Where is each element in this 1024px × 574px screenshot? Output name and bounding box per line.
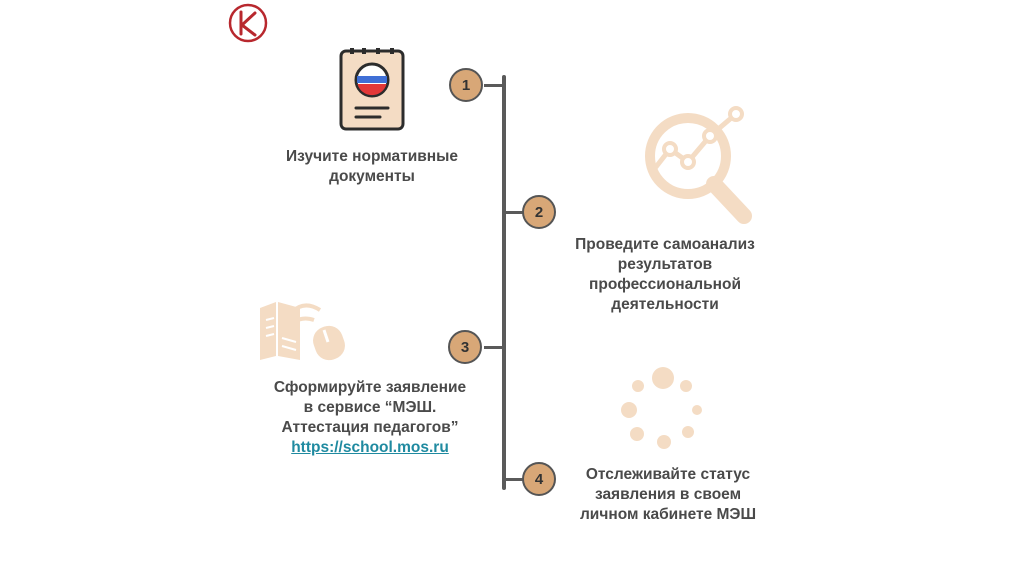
- timeline-connector-4: [504, 478, 524, 481]
- step-3-line-2: в сервисе “МЭШ.: [303, 399, 437, 416]
- logo: [227, 2, 269, 44]
- step-2-line-2: результатов: [617, 256, 713, 273]
- step-2-text: Проведите самоанализ результатов професс…: [545, 235, 785, 315]
- step-1-text: Изучите нормативные документы: [252, 147, 492, 187]
- timeline-connector-3: [484, 346, 504, 349]
- timeline-connector-2: [504, 211, 524, 214]
- step-3-number: 3: [448, 330, 482, 364]
- step-1-line-2: документы: [329, 168, 415, 185]
- timeline-line: [502, 75, 506, 490]
- book-mouse-icon: [256, 298, 352, 364]
- magnifier-chart-icon: [640, 104, 760, 224]
- step-4-line-2: заявления в своем: [594, 486, 742, 503]
- step-4-text: Отслеживайте статус заявления в своем ли…: [548, 465, 788, 525]
- step-1-number: 1: [449, 68, 483, 102]
- step-2-line-4: деятельности: [611, 296, 719, 313]
- step-1-line-1: Изучите нормативные: [286, 148, 458, 165]
- step-2-line-3: профессиональной: [588, 276, 742, 293]
- step-2-number: 2: [522, 195, 556, 229]
- school-link[interactable]: https://school.mos.ru: [291, 439, 449, 456]
- step-4-number: 4: [522, 462, 556, 496]
- step-3-text: Сформируйте заявление в сервисе “МЭШ. Ат…: [250, 378, 490, 458]
- step-4-line-1: Отслеживайте статус: [585, 466, 751, 483]
- document-flag-icon: [338, 48, 408, 132]
- step-3-line-3: Аттестация педагогов”: [281, 419, 459, 436]
- step-2-line-1: Проведите самоанализ: [575, 236, 755, 253]
- timeline-connector-1: [484, 84, 504, 87]
- step-3-line-1: Сформируйте заявление: [273, 379, 467, 396]
- step-4-line-3: личном кабинете МЭШ: [579, 506, 757, 523]
- loading-spinner-icon: [616, 364, 706, 454]
